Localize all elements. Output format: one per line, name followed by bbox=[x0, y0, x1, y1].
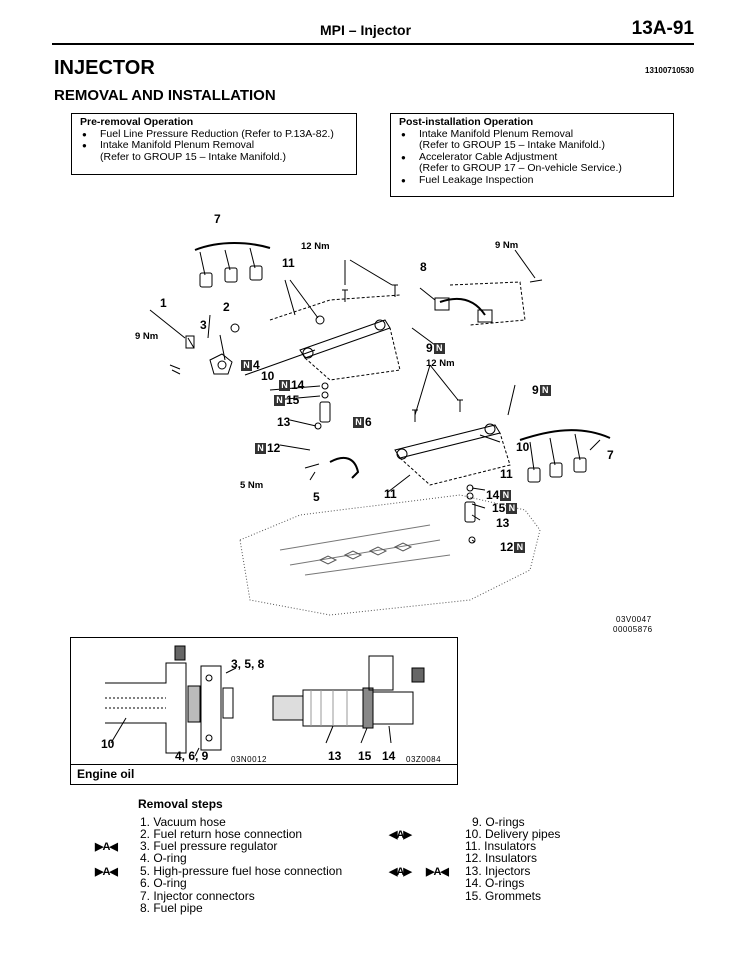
header-rule bbox=[52, 43, 694, 45]
torque-9nm-upper: 9 Nm bbox=[495, 240, 519, 251]
new-part-mark: N bbox=[433, 343, 445, 355]
callout-13-lower: 13 bbox=[496, 516, 510, 530]
section-code: 13100710530 bbox=[645, 66, 694, 75]
torque-12nm-lower: 12 Nm bbox=[426, 358, 455, 369]
new-part-mark: N bbox=[353, 417, 364, 429]
callout-11-upper: 11 bbox=[282, 256, 295, 270]
detail-box: 3, 5, 8 10 4, 6, 9 03N0012 13 15 14 03Z0… bbox=[70, 637, 458, 785]
exploded-diagram-drawing bbox=[149, 242, 611, 616]
new-part-mark: N bbox=[506, 503, 518, 515]
pre-removal-item: Intake Manifold Plenum Removal bbox=[80, 139, 350, 152]
post-installation-heading: Post-installation Operation bbox=[399, 116, 534, 128]
post-installation-item: Accelerator Cable Adjustment bbox=[399, 151, 667, 164]
detail-label-10: 10 bbox=[101, 737, 115, 751]
callout-8: 8 bbox=[420, 260, 427, 274]
removal-step: 9. O-rings bbox=[472, 815, 525, 829]
callout-7-upper: 7 bbox=[214, 212, 221, 226]
callout-11-lower: 11 bbox=[384, 487, 397, 501]
pre-removal-box: Pre-removal Operation Fuel Line Pressure… bbox=[71, 113, 357, 175]
page-number: 13A-91 bbox=[631, 18, 694, 39]
detail-label-3-5-8: 3, 5, 8 bbox=[231, 657, 265, 671]
callout-13-upper: 13 bbox=[277, 415, 291, 429]
removal-step: 6. O-ring bbox=[140, 876, 187, 890]
new-part-mark: N bbox=[279, 380, 290, 392]
post-installation-item-note: (Refer to GROUP 17 – On-vehicle Service.… bbox=[419, 162, 622, 174]
figure-ref-code: 03V0047 bbox=[616, 615, 652, 624]
detail-label-13: 13 bbox=[328, 749, 342, 763]
post-installation-item: Fuel Leakage Inspection bbox=[399, 174, 667, 187]
new-part-mark: N bbox=[514, 542, 526, 554]
removal-step: 8. Fuel pipe bbox=[140, 901, 203, 915]
post-installation-box: Post-installation Operation Intake Manif… bbox=[390, 113, 674, 197]
pre-removal-item-note: (Refer to GROUP 15 – Intake Manifold.) bbox=[100, 150, 286, 163]
post-installation-item: Intake Manifold Plenum Removal bbox=[399, 128, 667, 141]
removal-step: 2. Fuel return hose connection bbox=[140, 827, 303, 841]
removal-step: 12. Insulators bbox=[465, 851, 538, 865]
section-title: INJECTOR bbox=[54, 57, 155, 79]
removal-step: 13. Injectors bbox=[465, 864, 531, 878]
removal-step: 7. Injector connectors bbox=[140, 889, 255, 903]
service-point-mark: ▶A◀ bbox=[95, 841, 118, 853]
callout-2: 2 bbox=[223, 300, 230, 314]
new-part-mark: N bbox=[539, 385, 551, 397]
section-subtitle: REMOVAL AND INSTALLATION bbox=[54, 87, 276, 104]
pre-removal-item: Fuel Line Pressure Reduction (Refer to P… bbox=[80, 128, 350, 141]
callout-10-lower: 10 bbox=[516, 440, 530, 454]
detail-label-15: 15 bbox=[358, 749, 372, 763]
new-part-mark: N bbox=[274, 395, 285, 407]
torque-5nm: 5 Nm bbox=[240, 480, 264, 491]
detail-label-4-6-9: 4, 6, 9 bbox=[175, 749, 209, 763]
new-part-mark: N bbox=[500, 490, 512, 502]
service-point-mark: ▶A◀ bbox=[426, 866, 449, 878]
new-part-mark: N bbox=[241, 360, 252, 372]
callout-7-lower: 7 bbox=[607, 448, 614, 462]
removal-step: 5. High-pressure fuel hose connection bbox=[140, 864, 343, 878]
figure-ref-number: 00005876 bbox=[613, 625, 653, 634]
removal-step: 1. Vacuum hose bbox=[140, 815, 226, 829]
callout-1: 1 bbox=[160, 296, 167, 310]
post-installation-item-note: (Refer to GROUP 15 – Intake Manifold.) bbox=[419, 139, 605, 151]
detail-ref-left: 03N0012 bbox=[231, 755, 267, 764]
removal-steps-heading: Removal steps bbox=[138, 797, 223, 811]
removal-step: 3. Fuel pressure regulator bbox=[140, 839, 278, 853]
detail-label-14: 14 bbox=[382, 749, 396, 763]
installation-point-mark: ◀A▶ bbox=[389, 866, 412, 878]
removal-step: 15. Grommets bbox=[465, 889, 542, 903]
header-title: MPI – Injector bbox=[320, 22, 412, 38]
removal-step: 10. Delivery pipes bbox=[465, 827, 561, 841]
engine-oil-label: Engine oil bbox=[71, 764, 457, 784]
callout-5: 5 bbox=[313, 490, 320, 504]
installation-point-mark: ◀A▶ bbox=[389, 829, 412, 841]
new-part-mark: N bbox=[255, 443, 266, 455]
detail-drawing bbox=[105, 645, 425, 757]
pre-removal-heading: Pre-removal Operation bbox=[80, 116, 194, 128]
callout-10-upper: 10 bbox=[261, 369, 275, 383]
callout-11-right: 11 bbox=[500, 467, 513, 481]
torque-9nm-left: 9 Nm bbox=[135, 331, 159, 342]
callout-3: 3 bbox=[200, 318, 207, 332]
torque-12nm-upper: 12 Nm bbox=[301, 241, 330, 252]
service-point-mark: ▶A◀ bbox=[95, 866, 118, 878]
removal-step: 11. Insulators bbox=[465, 839, 537, 853]
removal-step: 4. O-ring bbox=[140, 851, 187, 865]
detail-ref-right: 03Z0084 bbox=[406, 755, 442, 764]
removal-step: 14. O-rings bbox=[465, 876, 525, 890]
